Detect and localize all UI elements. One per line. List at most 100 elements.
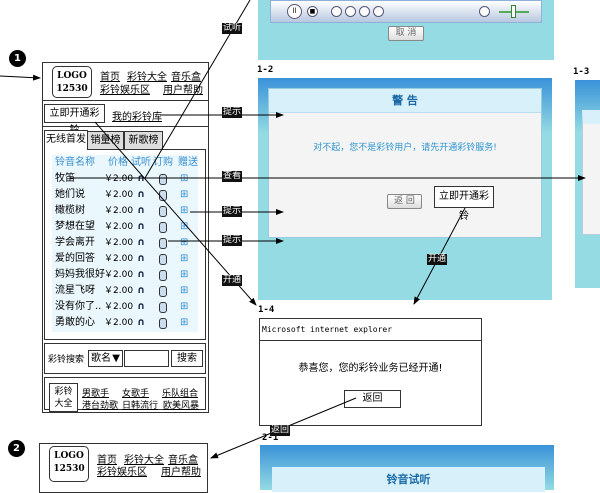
gift-icon[interactable]: ⊞ bbox=[180, 237, 189, 248]
warning-open-button[interactable]: 立即开通彩铃 bbox=[434, 186, 494, 222]
phone-order-icon[interactable] bbox=[159, 222, 167, 233]
nav-ringtones[interactable]: 彩铃大全 bbox=[124, 455, 164, 466]
gift-icon[interactable]: ⊞ bbox=[180, 253, 189, 264]
ringtone-name[interactable]: 没有你了.. bbox=[55, 301, 102, 312]
cancel-button[interactable]: 取 消 bbox=[388, 26, 424, 41]
fast-forward-icon[interactable] bbox=[359, 6, 370, 17]
arrow-entry bbox=[0, 74, 41, 81]
nav-home[interactable]: 首页 bbox=[100, 72, 120, 83]
category-male[interactable]: 男歌手 bbox=[82, 389, 110, 399]
nav-musicbox[interactable]: 音乐盒 bbox=[171, 72, 201, 83]
page-1-wireframe bbox=[42, 62, 209, 413]
ringtone-name[interactable]: 流星飞呀 bbox=[55, 285, 95, 296]
screen-1-3-content bbox=[582, 110, 600, 235]
ringtone-price: ￥2.00 bbox=[104, 238, 134, 248]
nav-entertainment[interactable]: 彩铃娱乐区 bbox=[97, 467, 147, 478]
ringtone-name[interactable]: 她们说 bbox=[55, 189, 85, 200]
nav-musicbox[interactable]: 音乐盒 bbox=[168, 455, 198, 466]
gift-icon[interactable]: ⊞ bbox=[180, 269, 189, 280]
category-hk-tw[interactable]: 港台劲歌 bbox=[82, 401, 119, 411]
ringtone-name[interactable]: 梦想在望 bbox=[55, 221, 95, 232]
nav-entertainment[interactable]: 彩铃娱乐区 bbox=[100, 85, 150, 96]
headphones-icon[interactable]: ∩ bbox=[137, 253, 146, 264]
headphones-icon[interactable]: ∩ bbox=[137, 301, 146, 312]
volume-icon[interactable] bbox=[479, 6, 490, 17]
headphones-icon[interactable]: ∩ bbox=[137, 189, 146, 200]
ringtone-price: ￥2.00 bbox=[104, 190, 134, 200]
phone-order-icon[interactable] bbox=[159, 302, 167, 313]
category-section bbox=[44, 377, 206, 410]
stop-icon[interactable]: ■ bbox=[307, 6, 318, 17]
phone-order-icon[interactable] bbox=[159, 238, 167, 249]
gift-icon[interactable]: ⊞ bbox=[180, 317, 189, 328]
phone-order-icon[interactable] bbox=[159, 286, 167, 297]
search-button[interactable]: 搜索 bbox=[171, 350, 203, 367]
annotation-listen: 试听 bbox=[222, 23, 243, 34]
headphones-icon[interactable]: ∩ bbox=[137, 285, 146, 296]
table-row: 橄榄树 ￥2.00 ∩ ⊞ bbox=[52, 203, 198, 219]
ringtone-price: ￥2.00 bbox=[104, 318, 134, 328]
phone-order-icon[interactable] bbox=[159, 318, 167, 329]
dropdown-arrow-icon: ▼ bbox=[112, 353, 120, 364]
gift-icon[interactable]: ⊞ bbox=[180, 301, 189, 312]
nav-help[interactable]: 用户帮助 bbox=[161, 467, 201, 478]
headphones-icon[interactable]: ∩ bbox=[137, 269, 146, 280]
ringtone-price: ￥2.00 bbox=[104, 254, 134, 264]
next-icon[interactable] bbox=[373, 6, 384, 17]
nav-home[interactable]: 首页 bbox=[97, 455, 117, 466]
step-marker-2: 2 bbox=[8, 440, 25, 457]
screen-label-1-4: 1-4 bbox=[258, 305, 275, 315]
annotation-view: 查看 bbox=[222, 171, 243, 182]
phone-order-icon[interactable] bbox=[159, 174, 167, 185]
phone-order-icon[interactable] bbox=[159, 206, 167, 217]
headphones-icon[interactable]: ∩ bbox=[137, 237, 146, 248]
warning-back-button[interactable]: 返 回 bbox=[387, 194, 422, 209]
phone-order-icon[interactable] bbox=[159, 270, 167, 281]
annotation-back: 返回 bbox=[270, 425, 291, 436]
table-row: 爱的回答 ￥2.00 ∩ ⊞ bbox=[52, 251, 198, 267]
rewind-icon[interactable] bbox=[345, 6, 356, 17]
tab-new-songs[interactable]: 新歌榜 bbox=[124, 131, 163, 150]
tab-bestsellers[interactable]: 销量榜 bbox=[87, 131, 124, 150]
previous-icon[interactable] bbox=[331, 6, 342, 17]
ringtone-name[interactable]: 爱的回答 bbox=[55, 253, 95, 264]
search-input[interactable] bbox=[124, 350, 169, 367]
ringtone-name[interactable]: 勇敢的心 bbox=[55, 317, 95, 328]
volume-slider-handle[interactable] bbox=[511, 5, 516, 18]
ringtone-name[interactable]: 牧笛 bbox=[55, 173, 75, 184]
ringtone-name[interactable]: 妈妈我很好 bbox=[55, 269, 105, 280]
headphones-icon[interactable]: ∩ bbox=[137, 221, 146, 232]
ringtone-price: ￥2.00 bbox=[104, 302, 134, 312]
ringtone-price: ￥2.00 bbox=[104, 270, 134, 280]
search-type-select[interactable]: 歌名▼ bbox=[88, 350, 123, 367]
table-row: 学会离开 ￥2.00 ∩ ⊞ bbox=[52, 235, 198, 251]
nav-ringtones[interactable]: 彩铃大全 bbox=[127, 72, 167, 83]
ringtone-price: ￥2.00 bbox=[104, 206, 134, 216]
headphones-icon[interactable]: ∩ bbox=[137, 317, 146, 328]
phone-order-icon[interactable] bbox=[159, 254, 167, 265]
ie-back-button[interactable]: 返回 bbox=[344, 390, 401, 408]
search-label: 彩铃搜索 bbox=[48, 355, 85, 365]
gift-icon[interactable]: ⊞ bbox=[180, 285, 189, 296]
ringtone-name[interactable]: 学会离开 bbox=[55, 237, 95, 248]
table-row: 流星飞呀 ￥2.00 ∩ ⊞ bbox=[52, 283, 198, 299]
category-female[interactable]: 女歌手 bbox=[122, 389, 150, 399]
category-band[interactable]: 乐队组合 bbox=[162, 389, 199, 399]
category-western[interactable]: 欧美风暴 bbox=[163, 401, 200, 411]
gift-icon[interactable]: ⊞ bbox=[180, 221, 189, 232]
ringtone-name[interactable]: 橄榄树 bbox=[55, 205, 85, 216]
warning-dialog: 警 告 对不起，您不是彩铃用户，请先开通彩铃服务! bbox=[268, 88, 542, 238]
pause-icon[interactable]: ll bbox=[287, 4, 302, 19]
gift-icon[interactable]: ⊞ bbox=[180, 189, 189, 200]
gift-icon[interactable]: ⊞ bbox=[180, 205, 189, 216]
category-jp-kr[interactable]: 日韩流行 bbox=[122, 401, 159, 411]
ie-dialog-title: Microsoft internet explorer bbox=[260, 319, 481, 341]
headphones-icon[interactable]: ∩ bbox=[137, 205, 146, 216]
ie-dialog: Microsoft internet explorer 恭喜您，您的彩铃业务已经… bbox=[259, 318, 482, 426]
category-title[interactable]: 彩铃大全 bbox=[49, 383, 78, 412]
my-ringtone-library-link[interactable]: 我的彩铃库 bbox=[112, 112, 162, 123]
nav-help[interactable]: 用户帮助 bbox=[163, 85, 203, 96]
